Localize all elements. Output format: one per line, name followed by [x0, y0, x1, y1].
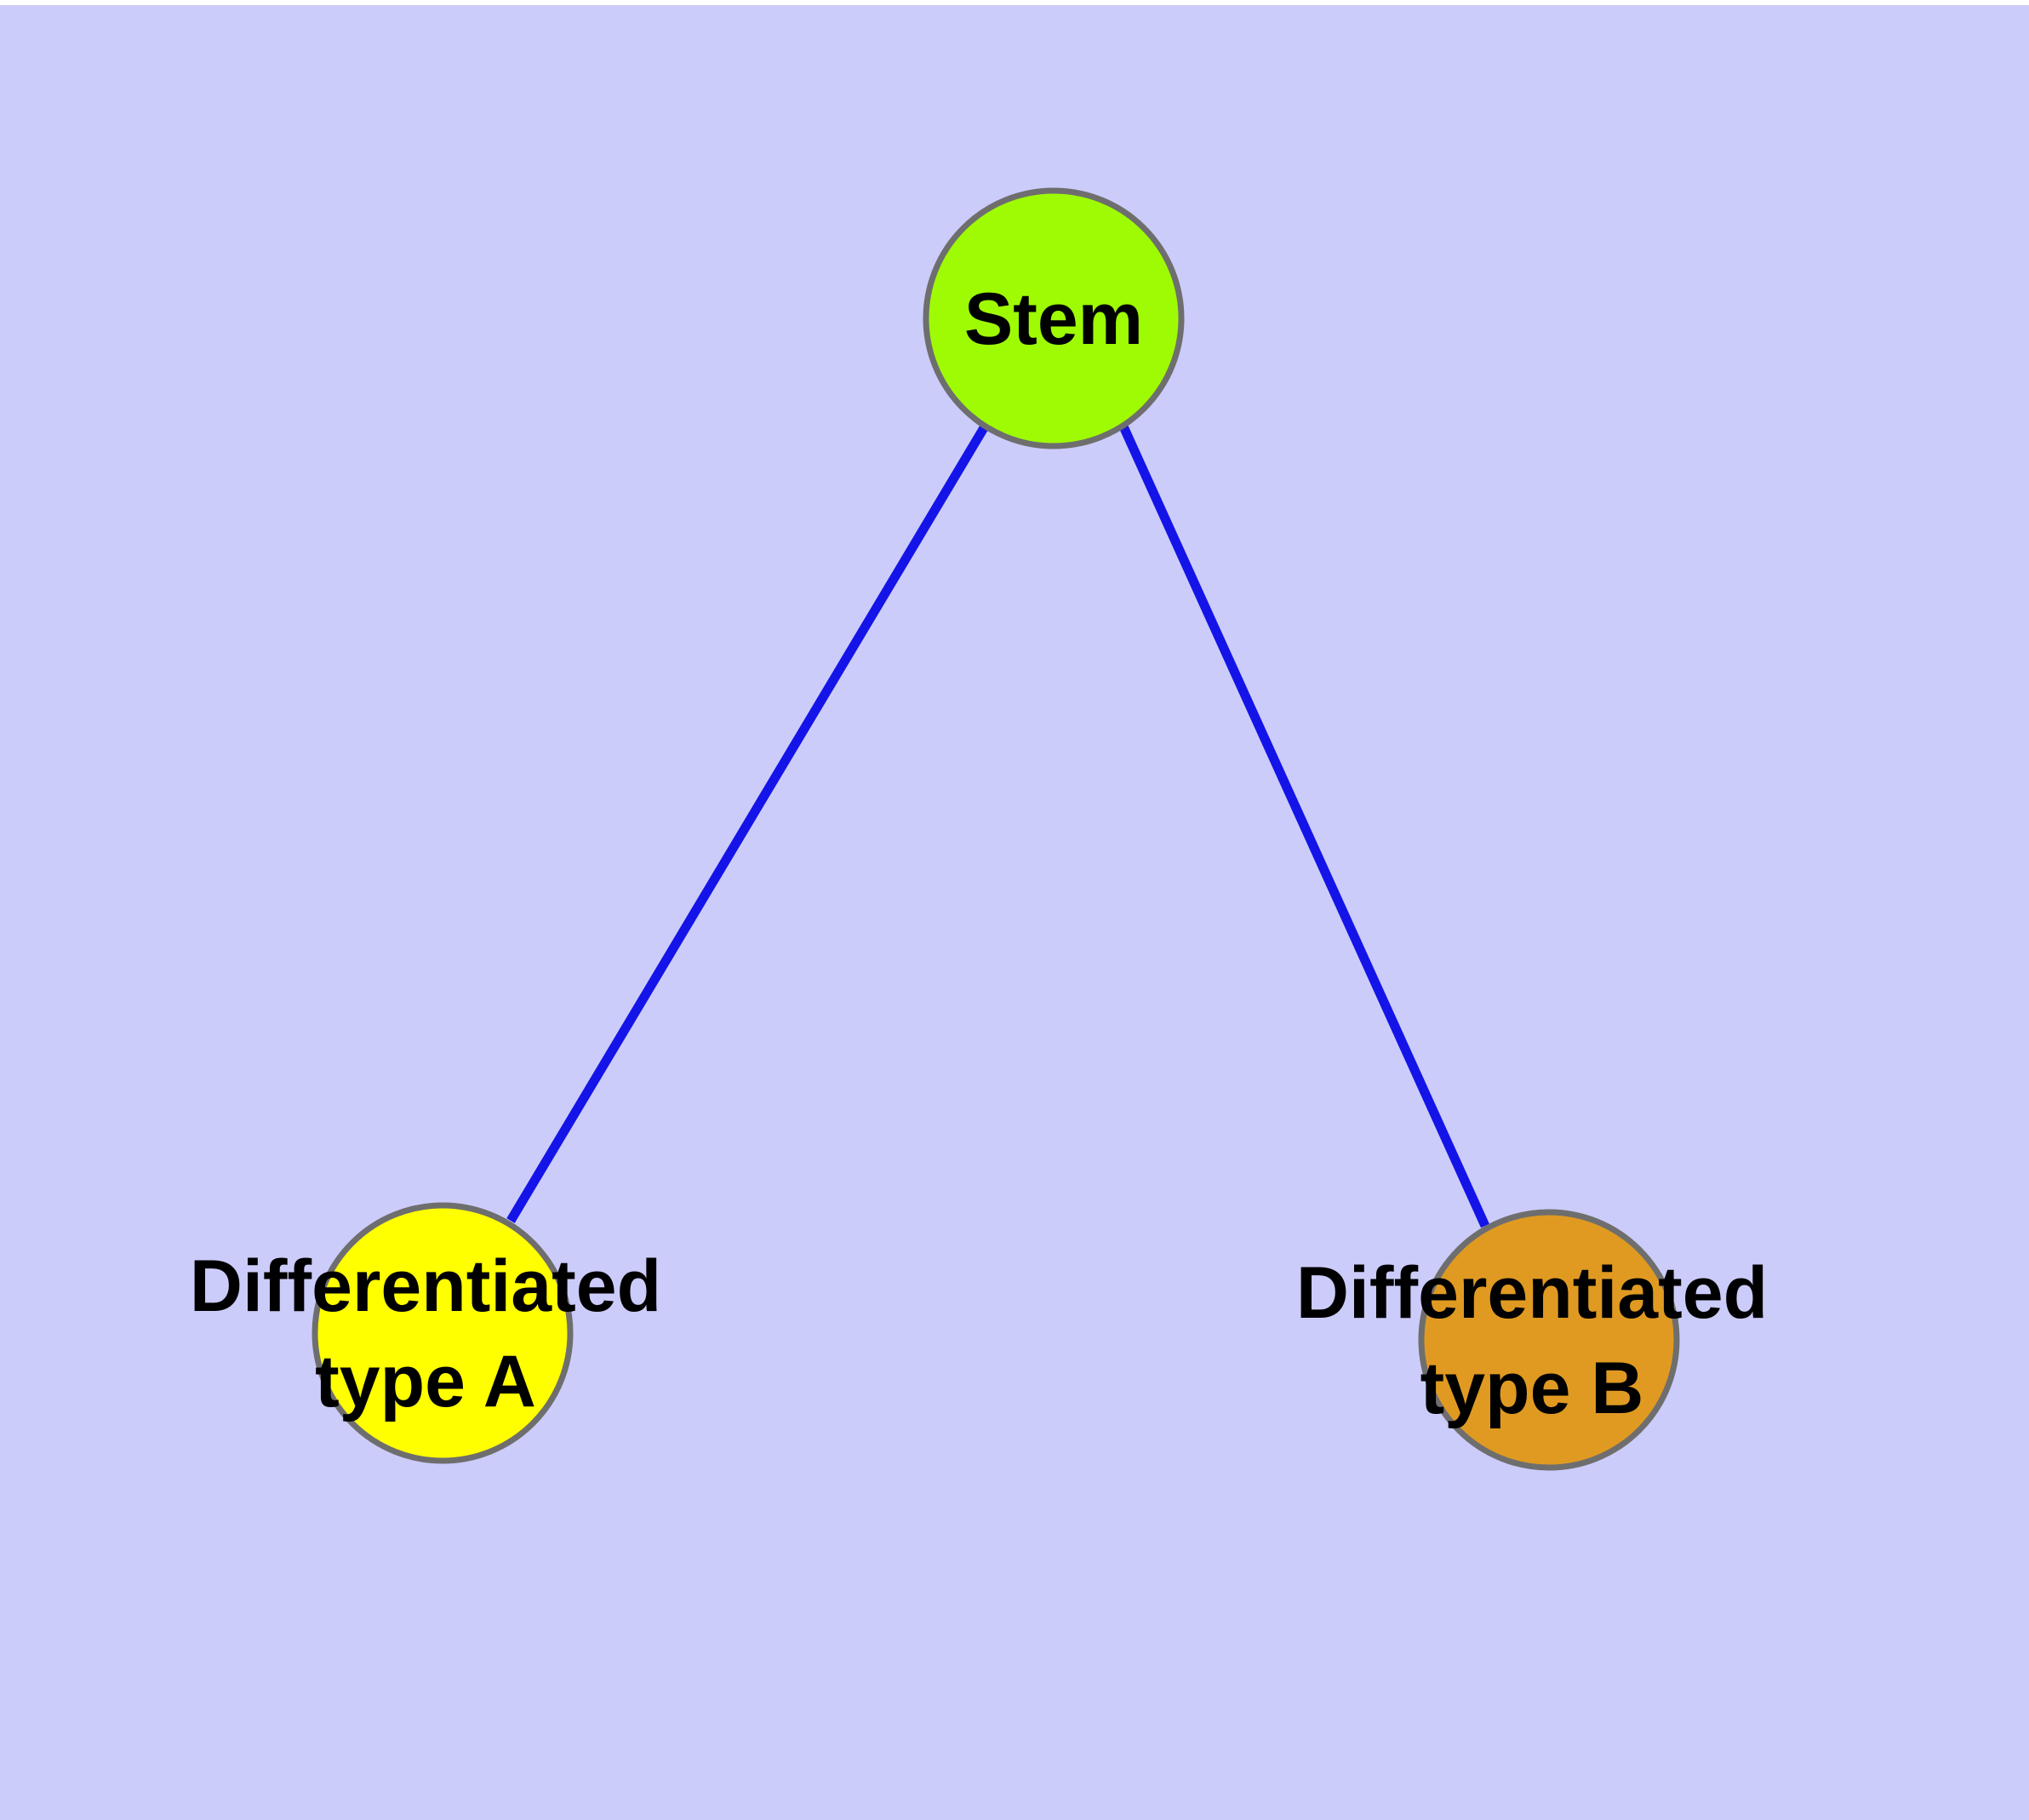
graph-node-label-stem: Stem: [964, 278, 1143, 360]
graph-node-label-line: type B: [1420, 1348, 1644, 1429]
graph-node-stem[interactable]: [923, 187, 1185, 449]
graph-node-label-diff-a: Differentiated type A: [190, 1245, 661, 1422]
graph-node-label-line: Stem: [964, 278, 1143, 360]
graph-node-label-line: type A: [315, 1341, 536, 1422]
graph-node-label-line: Differentiated: [1296, 1252, 1768, 1334]
graph-node-diff-b[interactable]: [1418, 1209, 1680, 1471]
graph-node-label-line: Differentiated: [190, 1245, 661, 1327]
graph-edge-stem-to-diff-b[interactable]: [1118, 424, 1490, 1228]
edges-layer: [506, 424, 1490, 1228]
graph-node-diff-a[interactable]: [311, 1202, 574, 1464]
graph-edge-stem-to-diff-a[interactable]: [506, 424, 989, 1223]
nodes-layer: [311, 187, 1680, 1471]
graph-node-label-diff-b: Differentiated type B: [1296, 1252, 1768, 1429]
